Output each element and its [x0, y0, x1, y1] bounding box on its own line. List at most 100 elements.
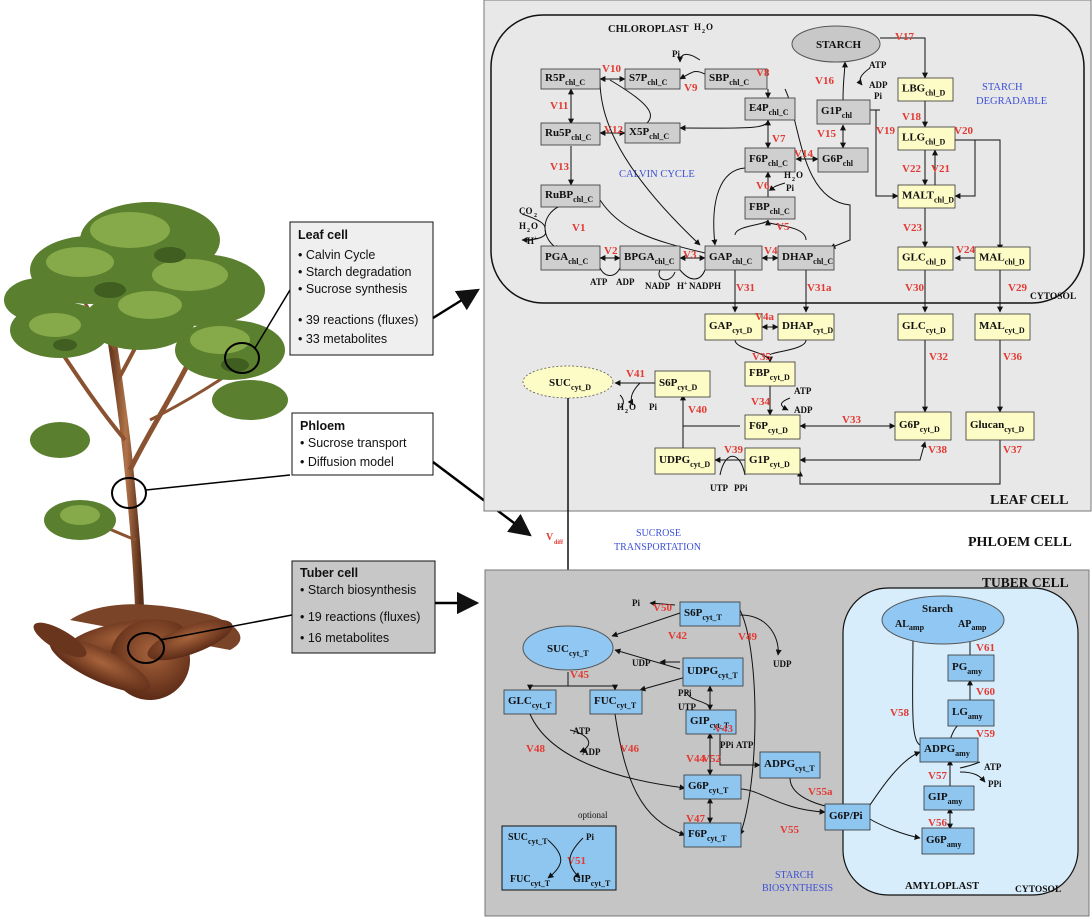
optional-reaction-box: optional SUCcyt_T Pi FUCcyt_T GIPcyt_T V… — [501, 810, 617, 891]
svg-text:G6Pamy: G6Pamy — [926, 834, 961, 849]
node-lbg: LBGchl_D — [897, 77, 954, 102]
svg-text:• 33 metabolites: • 33 metabolites — [298, 332, 387, 346]
svg-text:V16: V16 — [815, 75, 834, 87]
svg-text:V6: V6 — [756, 180, 770, 192]
svg-text:S7Pchl_C: S7Pchl_C — [629, 72, 668, 87]
svg-text:diff: diff — [554, 540, 564, 546]
svg-text:UDP: UDP — [773, 659, 792, 669]
svg-text:• 39 reactions (fluxes): • 39 reactions (fluxes) — [298, 313, 418, 327]
starch-leaf-pool — [791, 25, 881, 63]
svg-text:Pi: Pi — [586, 832, 594, 842]
svg-text:NADPH: NADPH — [689, 281, 721, 291]
svg-text:GLCchl_D: GLCchl_D — [902, 252, 946, 267]
cassava-plant-illustration — [4, 202, 293, 700]
svg-text:SUCcyt_T: SUCcyt_T — [547, 643, 589, 658]
svg-text:V24: V24 — [956, 244, 975, 256]
svg-text:LBGchl_D: LBGchl_D — [902, 83, 945, 98]
svg-text:ATP: ATP — [869, 60, 887, 70]
svg-text:V19: V19 — [876, 125, 895, 137]
phloem-callout: Phloem • Sucrose transport • Diffusion m… — [291, 412, 434, 476]
svg-text:V61: V61 — [976, 642, 995, 654]
svg-text:• Starch degradation: • Starch degradation — [298, 265, 412, 279]
svg-text:V15: V15 — [817, 128, 836, 140]
svg-text:E4Pchl_C: E4Pchl_C — [749, 102, 789, 117]
svg-text:V56: V56 — [928, 817, 947, 829]
svg-text:FBPcyt_D: FBPcyt_D — [749, 367, 790, 382]
svg-text:ADP: ADP — [582, 747, 601, 757]
node-glccyt: GLCcyt_D — [897, 313, 954, 341]
svg-text:V41: V41 — [626, 368, 645, 380]
svg-text:F6Pcyt_T: F6Pcyt_T — [688, 828, 727, 843]
svg-text:V17: V17 — [895, 31, 914, 43]
svg-text:DHAPcyt_D: DHAPcyt_D — [782, 320, 833, 335]
svg-text:S6Pcyt_T: S6Pcyt_T — [684, 607, 723, 622]
node-s7p: S7Pchl_C — [624, 68, 681, 90]
svg-text:ADPGcyt_T: ADPGcyt_T — [764, 758, 815, 773]
svg-text:V30: V30 — [905, 282, 924, 294]
svg-text:V3: V3 — [683, 249, 697, 261]
svg-text:Tuber cell: Tuber cell — [300, 566, 358, 580]
svg-text:RuBPchl_C: RuBPchl_C — [545, 189, 593, 204]
svg-text:SUCcyt_T: SUCcyt_T — [508, 832, 548, 846]
svg-text:V52: V52 — [702, 753, 721, 765]
tuber-cell-callout: Tuber cell • Starch biosynthesis • 19 re… — [291, 560, 436, 654]
svg-text:MALTchl_D: MALTchl_D — [902, 190, 954, 205]
svg-text:ADP: ADP — [616, 277, 635, 287]
svg-text:ATP: ATP — [573, 726, 591, 736]
svg-text:• 16 metabolites: • 16 metabolites — [300, 631, 389, 645]
svg-text:V9: V9 — [684, 82, 698, 94]
node-gipt: GIPcyt_T — [685, 709, 737, 735]
svg-text:O: O — [706, 22, 713, 32]
node-g6ppi: G6P/Pi — [824, 803, 871, 831]
node-glucan: Glucancyt_D — [965, 411, 1035, 441]
svg-text:• Starch biosynthesis: • Starch biosynthesis — [300, 583, 416, 597]
node-gipamy: GIPamy — [923, 785, 975, 811]
svg-text:Glucancyt_D: Glucancyt_D — [970, 419, 1024, 434]
svg-text:V12: V12 — [604, 124, 623, 136]
svg-text:2: 2 — [527, 228, 530, 234]
svg-text:H: H — [694, 22, 701, 32]
svg-text:BIOSYNTHESIS: BIOSYNTHESIS — [762, 883, 833, 894]
svg-text:F6Pchl_C: F6Pchl_C — [749, 153, 788, 168]
svg-text:FUCcyt_T: FUCcyt_T — [510, 874, 551, 888]
svg-text:2: 2 — [534, 213, 537, 219]
svg-text:V35: V35 — [752, 351, 771, 363]
node-fbpchl: FBPchl_C — [744, 196, 796, 220]
svg-text:V8: V8 — [756, 67, 770, 79]
node-f6pt: F6Pcyt_T — [683, 822, 742, 848]
svg-text:LEAF CELL: LEAF CELL — [990, 493, 1068, 508]
svg-text:ATP: ATP — [984, 762, 1002, 772]
node-malchl: MALchl_D — [974, 246, 1031, 271]
node-fuct: FUCcyt_T — [589, 689, 643, 715]
svg-text:V48: V48 — [526, 743, 545, 755]
node-dhapcyt: DHAPcyt_D — [777, 313, 835, 341]
svg-text:UTP: UTP — [710, 483, 729, 493]
svg-text:V5: V5 — [776, 221, 790, 233]
node-g6pcyt: G6Pcyt_D — [894, 411, 952, 441]
leaf-cell-callout: Leaf cell • Calvin Cycle • Starch degrad… — [289, 221, 434, 356]
svg-text:FBPchl_C: FBPchl_C — [749, 201, 790, 216]
svg-text:BPGAchl_C: BPGAchl_C — [624, 251, 675, 266]
svg-text:UDPGcyt_T: UDPGcyt_T — [687, 665, 738, 680]
svg-text:V29: V29 — [1008, 282, 1027, 294]
svg-text:V13: V13 — [550, 161, 569, 173]
svg-text:Pi: Pi — [649, 402, 657, 412]
svg-text:G1Pchl: G1Pchl — [821, 105, 853, 120]
svg-text:GIPcyt_T: GIPcyt_T — [690, 715, 730, 730]
svg-text:Pi: Pi — [786, 183, 794, 193]
svg-text:ADP: ADP — [794, 405, 813, 415]
svg-text:NADP: NADP — [645, 281, 670, 291]
node-gapcyt: GAPcyt_D — [704, 313, 763, 341]
node-malt: MALTchl_D — [897, 184, 956, 209]
svg-text:V55a: V55a — [808, 786, 833, 798]
svg-text:V23: V23 — [903, 222, 922, 234]
flux-labels: V1 V2 V3 V4 V5 V6 V7 V8 V9 V10 V11 V12 V… — [526, 31, 1027, 836]
node-dhapchl: DHAPchl_C — [777, 245, 835, 271]
svg-text:R5Pchl_C: R5Pchl_C — [545, 72, 585, 87]
svg-text:H: H — [677, 281, 684, 291]
leaf-callout-title: Leaf cell — [298, 228, 348, 242]
svg-text:V57: V57 — [928, 770, 947, 782]
svg-text:GIPcyt_T: GIPcyt_T — [573, 874, 611, 888]
